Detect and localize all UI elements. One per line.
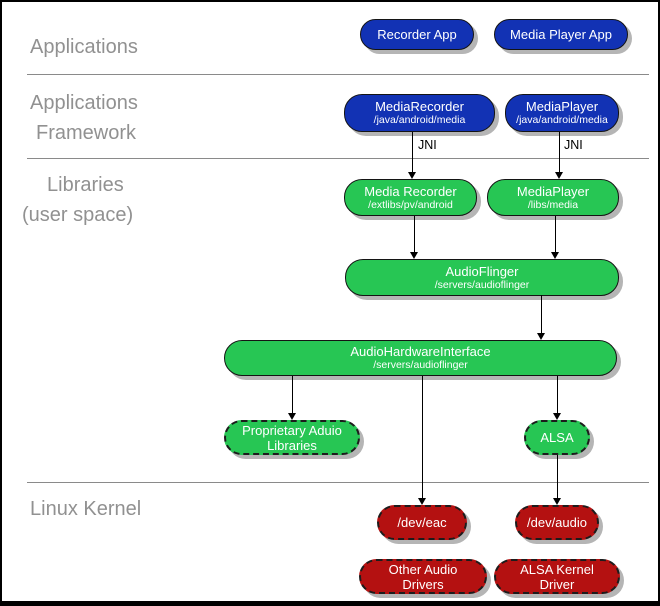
arrow-alsa-to-dev-audio: [553, 455, 561, 505]
layer-label-applications: Applications: [30, 32, 138, 62]
node-proprietary-audio-libraries: Proprietary Aduio Libraries: [224, 420, 360, 455]
node-media-recorder-library: Media Recorder /extlibs/pv/android: [344, 179, 477, 216]
layer-label-line1: Applications: [30, 92, 138, 114]
node-title: MediaPlayer: [525, 99, 599, 114]
arrow-line: [558, 132, 560, 173]
node-subtitle: /extlibs/pv/android: [368, 198, 453, 211]
layer-label-line1: Libraries: [47, 174, 124, 196]
arrow-line: [291, 376, 293, 414]
node-alsa-kernel-driver: ALSA Kernel Driver: [494, 559, 620, 594]
node-title: MediaPlayer: [516, 183, 590, 199]
arrow-ahi-to-alsa: [553, 376, 561, 420]
divider-applications-framework: [27, 74, 649, 75]
arrow-mediarecorder-fw-to-lib: [408, 132, 416, 179]
arrowhead-down-icon: [537, 333, 545, 340]
layer-label-text: Linux Kernel: [30, 498, 142, 520]
node-subtitle: /java/android/media: [516, 114, 608, 126]
edge-label-jni-right: JNI: [564, 138, 583, 152]
node-title: Media Player App: [510, 27, 612, 42]
node-title: AudioFlinger: [445, 263, 519, 279]
arrow-line: [556, 376, 558, 414]
node-title: Other Audio Drivers: [388, 561, 458, 592]
node-audioflinger: AudioFlinger /servers/audioflinger: [345, 259, 619, 296]
arrowhead-down-icon: [553, 498, 561, 505]
divider-linux-kernel: [27, 482, 649, 483]
arrowhead-down-icon: [551, 252, 559, 259]
node-alsa: ALSA: [524, 420, 590, 455]
arrow-media-recorder-lib-to-audioflinger: [410, 216, 418, 259]
arrow-audioflinger-to-audiohardwareinterface: [537, 295, 545, 340]
divider-libraries: [27, 158, 649, 159]
layer-label-line2: Framework: [36, 122, 137, 144]
layer-label-text: Applications: [30, 36, 138, 58]
arrow-line: [413, 216, 415, 253]
layer-label-applications-framework: Applications Framework: [30, 88, 138, 148]
node-title: AudioHardwareInterface: [350, 344, 491, 359]
node-mediaplayer-library: MediaPlayer /libs/media: [487, 179, 619, 216]
node-title: Proprietary Aduio Libraries: [242, 422, 342, 453]
node-title: /dev/audio: [527, 515, 587, 530]
arrow-line: [556, 455, 558, 499]
node-recorder-app: Recorder App: [360, 19, 474, 50]
node-title: MediaRecorder: [375, 99, 464, 114]
arrowhead-down-icon: [410, 252, 418, 259]
node-subtitle: /java/android/media: [373, 114, 466, 126]
arrow-ahi-to-proprietary-libraries: [288, 376, 296, 420]
node-mediaplayer-framework: MediaPlayer /java/android/media: [505, 94, 619, 132]
arrowhead-down-icon: [288, 413, 296, 420]
node-audiohardwareinterface: AudioHardwareInterface /servers/audiofli…: [224, 340, 617, 376]
arrow-line: [540, 295, 542, 334]
arrowhead-down-icon: [418, 498, 426, 505]
arrowhead-down-icon: [555, 172, 563, 179]
node-other-audio-drivers: Other Audio Drivers: [359, 559, 487, 594]
node-subtitle: /libs/media: [527, 198, 579, 211]
node-dev-audio: /dev/audio: [515, 505, 599, 540]
arrow-mediaplayer-lib-to-audioflinger: [551, 216, 559, 259]
arrowhead-down-icon: [408, 172, 416, 179]
arrow-line: [411, 132, 413, 173]
arrow-mediaplayer-fw-to-lib: [555, 132, 563, 179]
arrowhead-down-icon: [553, 413, 561, 420]
node-subtitle: /servers/audioflinger: [373, 359, 468, 371]
node-media-player-app: Media Player App: [494, 19, 628, 50]
node-dev-eac: /dev/eac: [377, 505, 467, 540]
node-mediarecorder-framework: MediaRecorder /java/android/media: [344, 94, 495, 132]
node-subtitle: /servers/audioflinger: [434, 278, 530, 291]
node-title: ALSA: [540, 430, 574, 445]
layer-label-line2: (user space): [22, 204, 134, 226]
edge-label-jni-left: JNI: [418, 138, 437, 152]
node-title: Recorder App: [377, 27, 457, 42]
arrow-ahi-to-dev-eac: [418, 376, 426, 505]
arrow-line: [421, 376, 423, 499]
layer-label-linux-kernel: Linux Kernel: [30, 494, 141, 524]
node-title: Media Recorder: [364, 183, 457, 199]
layer-label-libraries: Libraries (user space): [22, 170, 133, 230]
arrow-line: [554, 216, 556, 253]
node-title: /dev/eac: [397, 515, 447, 530]
node-title: ALSA Kernel Driver: [520, 561, 594, 592]
